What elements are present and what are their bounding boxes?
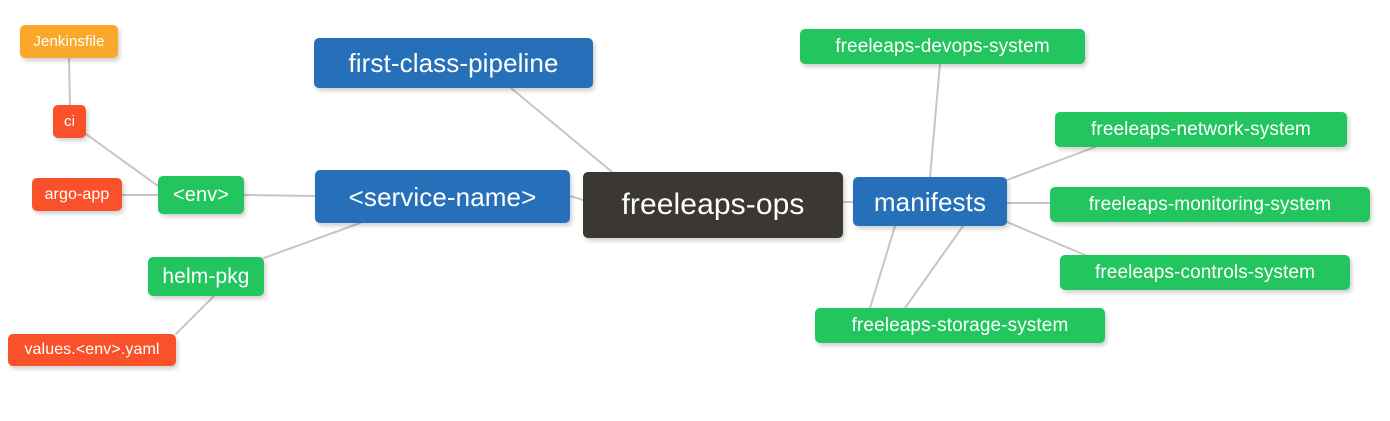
edge-manifests-to-storage [904, 225, 964, 309]
edge-ci-to-env [85, 133, 159, 187]
edge-service-to-root [569, 195, 584, 201]
node-root[interactable]: freeleaps-ops [583, 172, 843, 238]
node-network[interactable]: freeleaps-network-system [1055, 112, 1347, 147]
node-jenkinsfile[interactable]: Jenkinsfile [20, 25, 118, 58]
node-ci[interactable]: ci [53, 105, 86, 138]
edge-jenkinsfile-to-ci [68, 57, 71, 106]
edge-env-to-service [243, 194, 316, 197]
edge-manifests-to-network [1006, 146, 1096, 181]
node-env[interactable]: <env> [158, 176, 244, 214]
node-argoapp[interactable]: argo-app [32, 178, 122, 211]
node-manifests[interactable]: manifests [853, 177, 1007, 226]
edge-manifests-to-controls [1006, 221, 1086, 256]
edge-manifests-to-devops [929, 63, 941, 178]
node-pipeline[interactable]: first-class-pipeline [314, 38, 593, 88]
edge-pipeline-to-root [510, 87, 613, 173]
node-values[interactable]: values.<env>.yaml [8, 334, 176, 366]
node-storage[interactable]: freeleaps-storage-system [815, 308, 1105, 343]
node-controls[interactable]: freeleaps-controls-system [1060, 255, 1350, 290]
edge-helm-to-service [263, 222, 361, 259]
node-monitoring[interactable]: freeleaps-monitoring-system [1050, 187, 1370, 222]
node-helm[interactable]: helm-pkg [148, 257, 264, 296]
node-devops[interactable]: freeleaps-devops-system [800, 29, 1085, 64]
node-service[interactable]: <service-name> [315, 170, 570, 223]
edge-values-to-helm [175, 295, 215, 335]
edge-manifests-to-storage2 [869, 225, 896, 309]
